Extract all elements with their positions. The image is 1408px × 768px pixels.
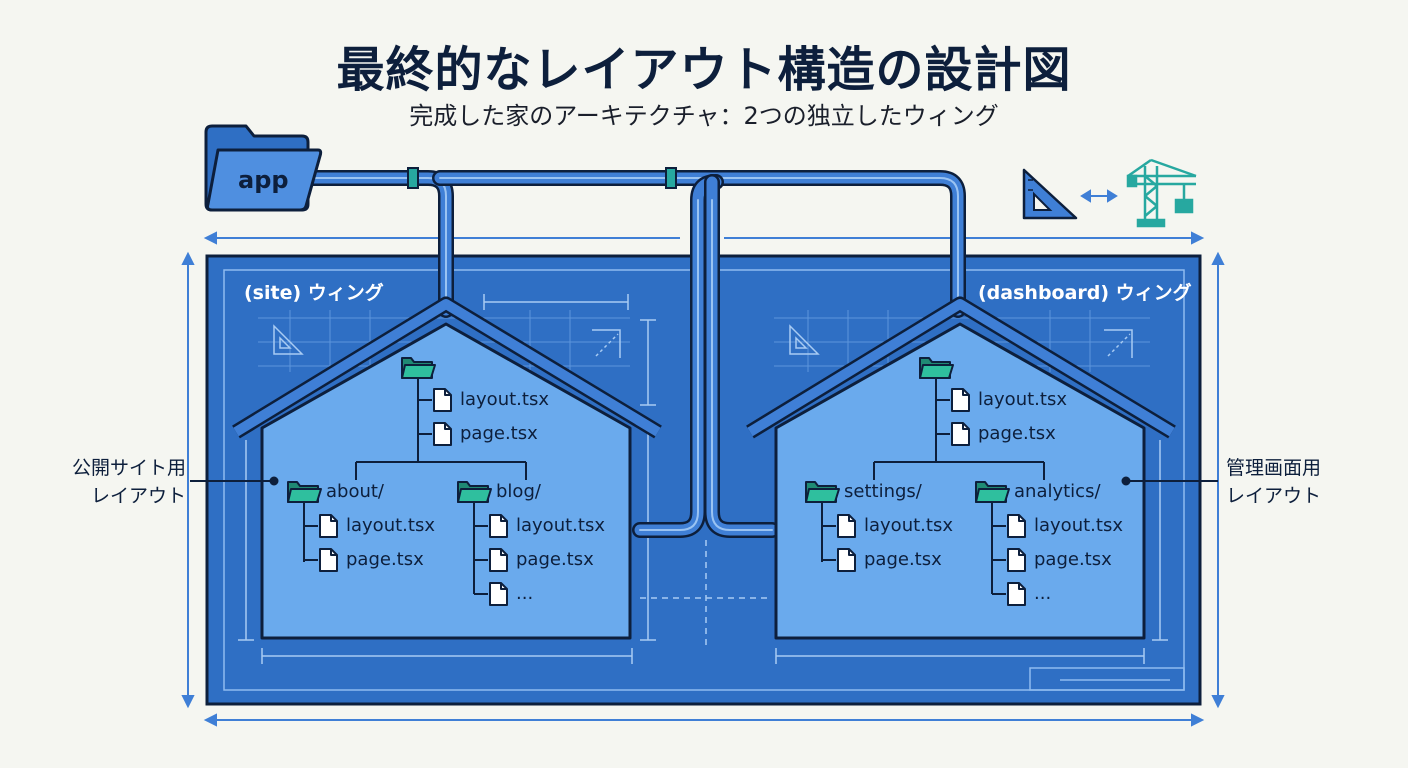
tree-folder[interactable]: analytics/ [1014,481,1101,502]
analytics-folder-icon [975,481,1010,503]
tree-folder[interactable]: blog/ [496,481,541,502]
app-folder[interactable] [204,124,323,212]
dashboard-wing-label: (dashboard) ウィング [978,282,1192,304]
dashboard-annotation-line1: 管理画面用 [1226,457,1322,479]
app-folder-label: app [238,166,289,194]
file-icon [319,548,338,572]
tree-file-more: ... [1034,583,1052,604]
tree-file[interactable]: layout.tsx [460,389,549,410]
tree-file[interactable]: layout.tsx [346,515,435,536]
site-wing-label: (site) ウィング [244,282,384,304]
file-icon [1007,514,1026,538]
page-title: 最終的なレイアウト構造の設計図 [336,42,1072,98]
tree-folder[interactable]: about/ [326,481,384,502]
site-root-folder-icon [401,357,436,379]
connection-pipes [304,170,966,538]
file-icon [951,388,970,412]
callout-lines [190,476,1218,486]
site-annotation: 公開サイト用 レイアウト [60,454,186,510]
tree-file[interactable]: layout.tsx [1034,515,1123,536]
tree-file[interactable]: page.tsx [978,423,1056,444]
crane-icon [1126,158,1197,228]
dashboard-annotation: 管理画面用 レイアウト [1226,454,1356,510]
tree-folder[interactable]: settings/ [844,481,922,502]
dashboard-tree-lines [821,378,1045,595]
tree-file[interactable]: page.tsx [1034,549,1112,570]
pipe-couplings [407,167,677,189]
file-icon [1007,548,1026,572]
site-tree-lines [303,378,527,595]
about-folder-icon [287,481,322,503]
page-subtitle: 完成した家のアーキテクチャ：2つの独立したウィング [409,102,999,130]
file-icon [433,422,452,446]
file-icon [489,514,508,538]
file-icon [489,582,508,606]
set-square-icon [1022,168,1078,220]
title-block [1029,667,1185,691]
file-icon [1007,582,1026,606]
tree-file[interactable]: layout.tsx [978,389,1067,410]
tree-file[interactable]: page.tsx [864,549,942,570]
tree-file[interactable]: layout.tsx [516,515,605,536]
tree-file-more: ... [516,583,534,604]
dashboard-annotation-line2: レイアウト [1226,485,1322,507]
file-icon [951,422,970,446]
tree-file[interactable]: page.tsx [460,423,538,444]
dashboard-root-folder-icon [919,357,954,379]
file-icon [837,548,856,572]
tree-file[interactable]: page.tsx [346,549,424,570]
site-annotation-line2: レイアウト [90,485,186,507]
double-arrow-icon [1080,189,1118,203]
file-icon [489,548,508,572]
settings-folder-icon [805,481,840,503]
site-annotation-line1: 公開サイト用 [71,457,186,479]
file-icon [837,514,856,538]
blog-folder-icon [457,481,492,503]
tree-file[interactable]: page.tsx [516,549,594,570]
file-icon [319,514,338,538]
tree-file[interactable]: layout.tsx [864,515,953,536]
dashboard-wing-house [746,296,1176,640]
file-icon [433,388,452,412]
site-wing-house [232,296,662,640]
